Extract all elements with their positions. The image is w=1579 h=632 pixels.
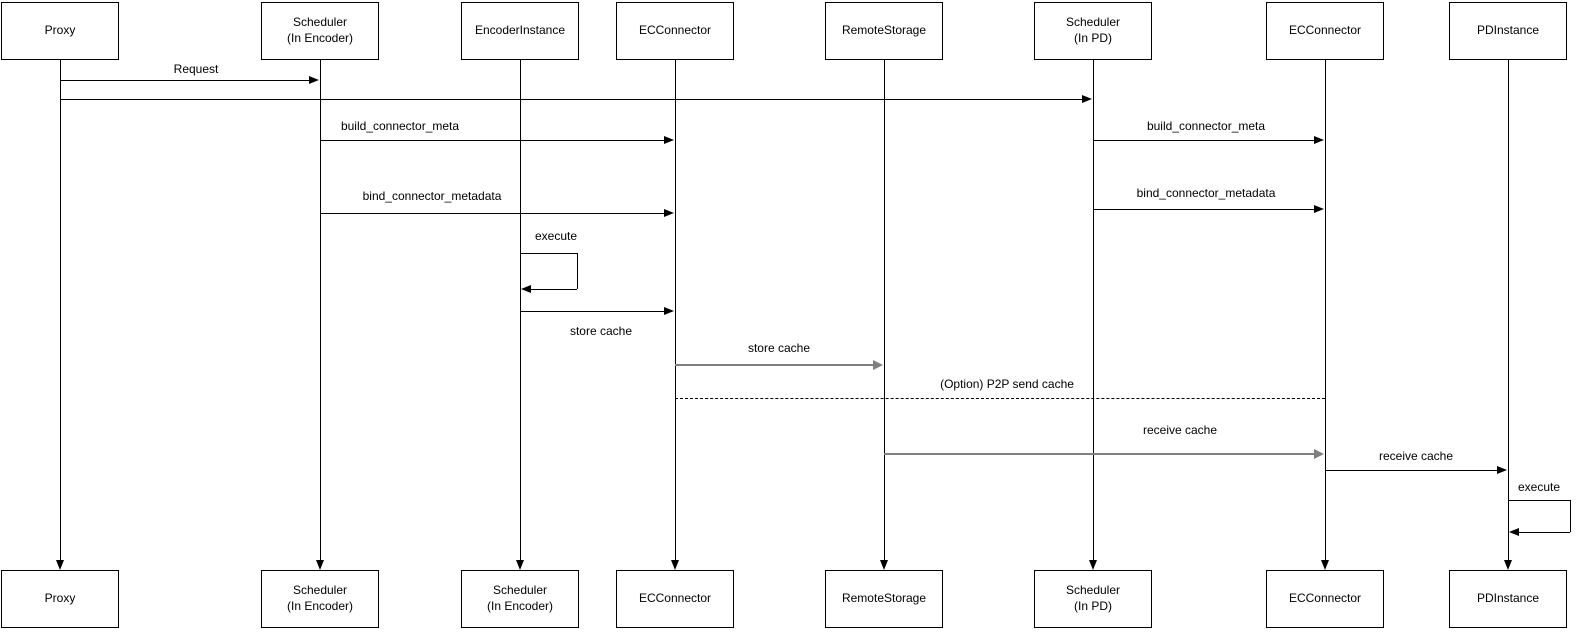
message-label-store-cache-to-connector: store cache bbox=[567, 324, 635, 338]
actor-bottom-box-scheduler-in-pd: Scheduler (In PD) bbox=[1034, 570, 1152, 628]
message-line-p2p-send-cache bbox=[675, 398, 1325, 399]
selfloop-top-execute-pd bbox=[1508, 500, 1570, 501]
message-label-bind-connector-metadata-pd: bind_connector_metadata bbox=[1134, 186, 1278, 200]
message-line-store-cache-to-storage bbox=[675, 364, 875, 366]
message-arrowhead-build-connector-meta-pd bbox=[1314, 136, 1324, 144]
actor-top-box-pd-instance: PDInstance bbox=[1449, 2, 1567, 60]
message-line-store-cache-to-connector bbox=[520, 311, 666, 312]
message-label-receive-cache-to-connector: receive cache bbox=[1140, 423, 1220, 437]
actor-top-box-remote-storage: RemoteStorage bbox=[825, 2, 943, 60]
message-arrowhead-request bbox=[309, 76, 319, 84]
message-arrowhead-store-cache-to-connector bbox=[664, 307, 674, 315]
lifeline-arrowhead-remote-storage bbox=[880, 560, 888, 570]
message-label-build-connector-meta-encoder: build_connector_meta bbox=[338, 119, 462, 133]
selfloop-arrowhead-execute-pd bbox=[1509, 528, 1519, 536]
message-line-bind-connector-metadata-encoder bbox=[320, 213, 666, 214]
message-label-build-connector-meta-pd: build_connector_meta bbox=[1144, 119, 1268, 133]
message-arrowhead-bind-connector-metadata-encoder bbox=[664, 209, 674, 217]
actor-bottom-box-proxy: Proxy bbox=[1, 570, 119, 628]
message-line-bind-connector-metadata-pd bbox=[1093, 209, 1316, 210]
lifeline-remote-storage bbox=[884, 60, 885, 561]
message-label-store-cache-to-storage: store cache bbox=[745, 341, 813, 355]
message-line-receive-cache-to-connector bbox=[884, 453, 1316, 455]
message-arrowhead-receive-cache-to-connector bbox=[1314, 449, 1324, 459]
selfloop-right-execute-encoder bbox=[577, 253, 578, 289]
message-label-p2p-send-cache: (Option) P2P send cache bbox=[938, 377, 1076, 391]
message-label-bind-connector-metadata-encoder: bind_connector_metadata bbox=[360, 189, 504, 203]
actor-bottom-box-scheduler-in-encoder: Scheduler (In Encoder) bbox=[261, 570, 379, 628]
message-line-proxy-to-scheduler-pd bbox=[60, 99, 1084, 100]
actor-top-box-scheduler-in-encoder: Scheduler (In Encoder) bbox=[261, 2, 379, 60]
actor-bottom-box-pd-instance: PDInstance bbox=[1449, 570, 1567, 628]
actor-bottom-box-remote-storage: RemoteStorage bbox=[825, 570, 943, 628]
lifeline-pd-instance bbox=[1508, 60, 1509, 561]
lifeline-ec-connector-encoder bbox=[675, 60, 676, 561]
lifeline-proxy bbox=[60, 60, 61, 561]
selfloop-right-execute-pd bbox=[1570, 500, 1571, 532]
selfloop-label-execute-encoder: execute bbox=[532, 229, 580, 243]
message-line-receive-cache-to-pdinstance bbox=[1325, 470, 1499, 471]
actor-bottom-box-ec-connector-encoder: ECConnector bbox=[616, 570, 734, 628]
actor-top-box-scheduler-in-pd: Scheduler (In PD) bbox=[1034, 2, 1152, 60]
message-line-request bbox=[60, 80, 311, 81]
actor-top-box-encoder-instance: EncoderInstance bbox=[461, 2, 579, 60]
message-arrowhead-receive-cache-to-pdinstance bbox=[1497, 466, 1507, 474]
selfloop-top-execute-encoder bbox=[520, 253, 577, 254]
lifeline-arrowhead-pd-instance bbox=[1504, 560, 1512, 570]
actor-top-box-ec-connector-encoder: ECConnector bbox=[616, 2, 734, 60]
lifeline-arrowhead-scheduler-in-encoder bbox=[316, 560, 324, 570]
lifeline-arrowhead-ec-connector-encoder bbox=[671, 560, 679, 570]
lifeline-arrowhead-proxy bbox=[56, 560, 64, 570]
selfloop-bottom-execute-encoder bbox=[530, 289, 577, 290]
selfloop-bottom-execute-pd bbox=[1518, 532, 1570, 533]
lifeline-arrowhead-ec-connector-pd bbox=[1321, 560, 1329, 570]
lifeline-arrowhead-encoder-instance bbox=[516, 560, 524, 570]
message-label-receive-cache-to-pdinstance: receive cache bbox=[1376, 449, 1456, 463]
actor-top-box-proxy: Proxy bbox=[1, 2, 119, 60]
actor-bottom-box-encoder-instance: Scheduler (In Encoder) bbox=[461, 570, 579, 628]
message-arrowhead-bind-connector-metadata-pd bbox=[1314, 205, 1324, 213]
message-line-build-connector-meta-pd bbox=[1093, 140, 1316, 141]
message-arrowhead-build-connector-meta-encoder bbox=[664, 136, 674, 144]
lifeline-arrowhead-scheduler-in-pd bbox=[1089, 560, 1097, 570]
message-line-build-connector-meta-encoder bbox=[320, 140, 666, 141]
selfloop-label-execute-pd: execute bbox=[1515, 480, 1563, 494]
lifeline-scheduler-in-pd bbox=[1093, 60, 1094, 561]
selfloop-arrowhead-execute-encoder bbox=[521, 285, 531, 293]
message-label-request: Request bbox=[171, 62, 221, 76]
actor-bottom-box-ec-connector-pd: ECConnector bbox=[1266, 570, 1384, 628]
message-arrowhead-store-cache-to-storage bbox=[873, 360, 883, 370]
lifeline-scheduler-in-encoder bbox=[320, 60, 321, 561]
actor-top-box-ec-connector-pd: ECConnector bbox=[1266, 2, 1384, 60]
lifeline-ec-connector-pd bbox=[1325, 60, 1326, 561]
message-arrowhead-proxy-to-scheduler-pd bbox=[1082, 95, 1092, 103]
lifeline-encoder-instance bbox=[520, 60, 521, 561]
